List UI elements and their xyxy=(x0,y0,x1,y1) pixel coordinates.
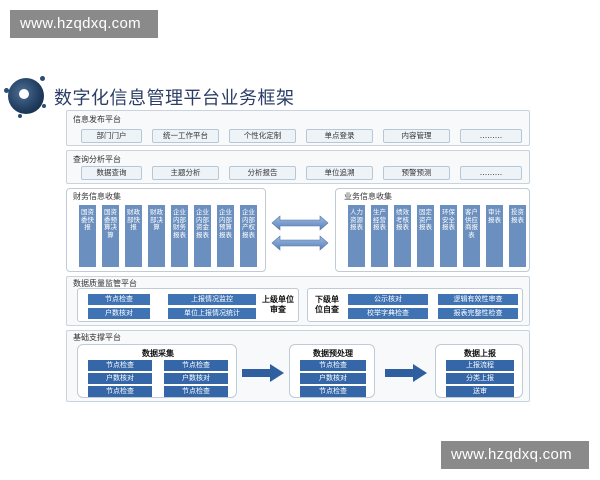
info-publish-panel: 信息发布平台 部门门户 统一工作平台 个性化定制 单点登录 内容管理 ……… xyxy=(66,110,530,146)
query-analysis-item: 主题分析 xyxy=(152,166,219,180)
report-step-button: 上报流程 xyxy=(446,360,514,371)
query-analysis-label: 查询分析平台 xyxy=(73,155,121,164)
finance-collect-label: 财务信息收集 xyxy=(73,192,121,201)
report-step-button: 分类上报 xyxy=(446,373,514,384)
query-analysis-item: 预警预测 xyxy=(383,166,450,180)
watermark-bottom: www.hzqdxq.com xyxy=(441,441,589,469)
exchange-arrows xyxy=(271,215,329,251)
double-arrow-icon xyxy=(271,235,329,251)
page-title: 数字化信息管理平台业务框架 xyxy=(54,88,295,109)
finance-report-box: 企业内部资金报表 xyxy=(194,205,211,267)
query-analysis-item: 单位追溯 xyxy=(306,166,373,180)
collect-step-button: 户数核对 xyxy=(164,373,228,384)
info-publish-item: 统一工作平台 xyxy=(152,129,219,143)
finance-report-box: 财政部快报 xyxy=(125,205,142,267)
collect-step-button: 节点检查 xyxy=(88,386,152,397)
foundation-label: 基础支撑平台 xyxy=(73,333,121,342)
flow-arrow-icon xyxy=(385,364,427,382)
business-report-box: 投资报表 xyxy=(509,205,526,267)
preprocess-step-button: 户数核对 xyxy=(300,373,366,384)
info-publish-item: 内容管理 xyxy=(383,129,450,143)
quality-check-button: 节点检查 xyxy=(88,294,150,305)
query-analysis-item: 数据查询 xyxy=(81,166,142,180)
data-preprocess-group: 数据预处理 节点检查 户数核对 节点检查 xyxy=(289,344,375,398)
quality-right-group: 下级单位自查 公示核对 逻辑有效性审查 校举字典检查 报表完整性检查 xyxy=(307,288,523,322)
business-collect-panel: 业务信息收集 人力资源报表 生产经营报表 绩效考核报表 固定资产报表 环保安全报… xyxy=(335,188,530,272)
finance-report-box: 企业内部预算报表 xyxy=(217,205,234,267)
info-publish-item: ……… xyxy=(460,129,522,143)
quality-left-group: 节点检查 上报情况监控 户数核对 单位上报情况统计 上级单位审查 xyxy=(77,288,299,322)
business-report-box: 绩效考核报表 xyxy=(394,205,411,267)
data-report-title: 数据上报 xyxy=(464,349,496,358)
quality-panel: 数据质量监管平台 节点检查 上报情况监控 户数核对 单位上报情况统计 上级单位审… xyxy=(66,276,530,326)
finance-report-box: 国资委预算决算 xyxy=(102,205,119,267)
flow-arrow-icon xyxy=(242,364,284,382)
collect-step-button: 节点检查 xyxy=(164,360,228,371)
collect-step-button: 节点检查 xyxy=(88,360,152,371)
quality-check-button: 校举字典检查 xyxy=(348,308,428,319)
business-report-box: 生产经营报表 xyxy=(371,205,388,267)
finance-report-box: 企业内部产权报表 xyxy=(240,205,257,267)
business-report-box: 客户供应商报表 xyxy=(463,205,480,267)
business-report-box: 人力资源报表 xyxy=(348,205,365,267)
quality-check-button: 公示核对 xyxy=(348,294,428,305)
preprocess-step-button: 节点检查 xyxy=(300,360,366,371)
business-report-box: 固定资产报表 xyxy=(417,205,434,267)
data-preprocess-title: 数据预处理 xyxy=(313,349,353,358)
globe-icon xyxy=(4,74,48,118)
business-collect-label: 业务信息收集 xyxy=(344,192,392,201)
query-analysis-item: ……… xyxy=(460,166,522,180)
info-publish-label: 信息发布平台 xyxy=(73,115,121,124)
info-publish-item: 单点登录 xyxy=(306,129,373,143)
collect-step-button: 节点检查 xyxy=(164,386,228,397)
report-step-button: 送审 xyxy=(446,386,514,397)
preprocess-step-button: 节点检查 xyxy=(300,386,366,397)
info-publish-item: 个性化定制 xyxy=(229,129,296,143)
double-arrow-icon xyxy=(271,215,329,231)
quality-check-button: 单位上报情况统计 xyxy=(168,308,256,319)
data-collect-title: 数据采集 xyxy=(142,349,174,358)
query-analysis-item: 分析报告 xyxy=(229,166,296,180)
query-analysis-panel: 查询分析平台 数据查询 主题分析 分析报告 单位追溯 预警预测 ……… xyxy=(66,150,530,184)
watermark-top: www.hzqdxq.com xyxy=(10,10,158,38)
quality-subordinate-label: 下级单位自查 xyxy=(315,295,339,314)
info-publish-item: 部门门户 xyxy=(81,129,142,143)
business-report-box: 审计报表 xyxy=(486,205,503,267)
business-report-box: 环保安全报表 xyxy=(440,205,457,267)
quality-check-button: 报表完整性检查 xyxy=(438,308,518,319)
quality-check-button: 逻辑有效性审查 xyxy=(438,294,518,305)
data-collect-group: 数据采集 节点检查 节点检查 户数核对 户数核对 节点检查 节点检查 xyxy=(77,344,237,398)
quality-check-button: 户数核对 xyxy=(88,308,150,319)
finance-report-box: 企业内部财务报表 xyxy=(171,205,188,267)
finance-report-box: 国资委快报 xyxy=(79,205,96,267)
quality-label: 数据质量监管平台 xyxy=(73,279,137,288)
finance-collect-panel: 财务信息收集 国资委快报 国资委预算决算 财政部快报 财政部决算 企业内部财务报… xyxy=(66,188,266,272)
quality-check-button: 上报情况监控 xyxy=(168,294,256,305)
data-report-group: 数据上报 上报流程 分类上报 送审 xyxy=(435,344,523,398)
finance-report-box: 财政部决算 xyxy=(148,205,165,267)
quality-superior-label: 上级单位审查 xyxy=(262,295,294,314)
collect-step-button: 户数核对 xyxy=(88,373,152,384)
foundation-panel: 基础支撑平台 数据采集 节点检查 节点检查 户数核对 户数核对 节点检查 节点检… xyxy=(66,330,530,402)
